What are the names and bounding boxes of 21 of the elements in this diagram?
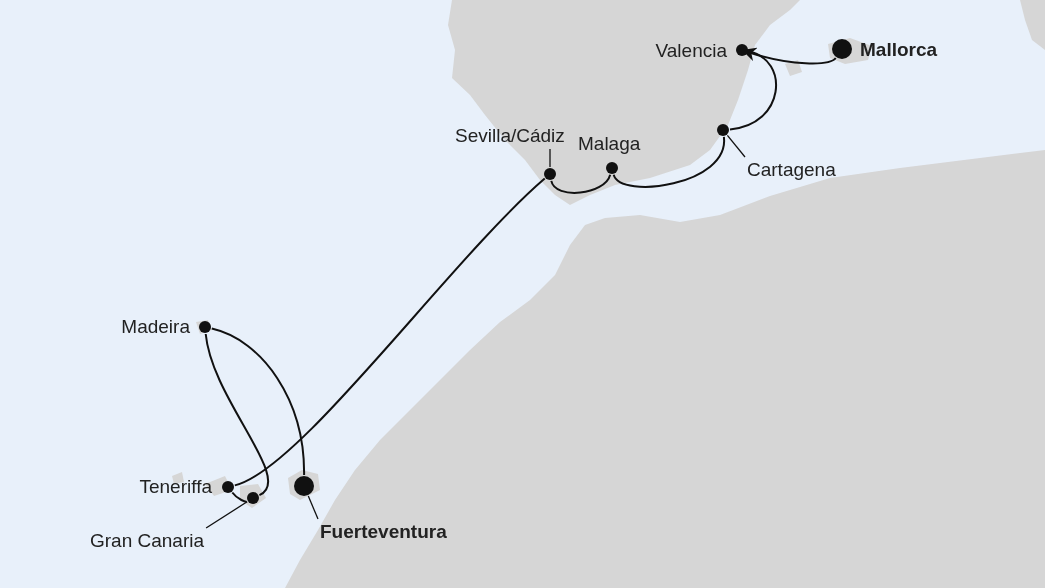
route-line xyxy=(612,135,725,188)
leader-line xyxy=(549,148,551,168)
place-label: Sevilla/Cádiz xyxy=(455,125,565,147)
route-line xyxy=(550,173,612,194)
leader-line xyxy=(307,495,319,520)
leader-line xyxy=(205,501,248,529)
route-line xyxy=(210,327,306,476)
route-line xyxy=(233,177,546,487)
place-label: Cartagena xyxy=(747,159,836,181)
place-label: Mallorca xyxy=(860,39,938,61)
port-dot xyxy=(832,39,852,59)
route-line xyxy=(729,50,777,131)
place-label: Teneriffa xyxy=(139,476,212,498)
place-label: Valencia xyxy=(655,40,727,62)
route-line xyxy=(231,491,248,503)
route-line xyxy=(204,333,270,497)
place-label: Gran Canaria xyxy=(90,530,205,552)
place-label: Fuerteventura xyxy=(320,521,447,543)
place-label: Madeira xyxy=(121,316,190,338)
place-label: Malaga xyxy=(578,133,641,155)
leader-line xyxy=(726,134,746,158)
